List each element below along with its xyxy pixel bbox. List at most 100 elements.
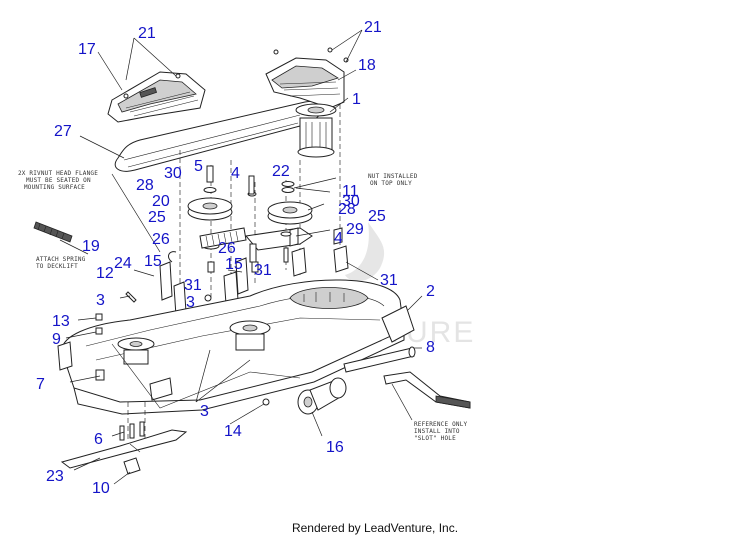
spindle-hub [307,106,325,114]
leader-line [331,29,363,63]
callout-label: 7 [36,376,45,393]
note-text: MUST BE SEATED ON [26,177,91,184]
leader-line [97,51,123,91]
screw-icon [123,93,129,99]
watermark-flame-icon [345,222,385,282]
screw-icon [204,294,212,302]
footer-credit: Rendered by LeadVenture, Inc. [291,521,459,535]
callout-label: 9 [52,331,61,348]
chute-bracket [381,305,415,343]
leader-line [293,177,337,189]
callout-label: 3 [186,294,195,311]
leader-line [295,187,331,193]
leader-line [407,295,423,311]
deck-spindle-left [117,337,155,365]
right-belt-cover [265,47,349,109]
bolt-icon [206,165,214,183]
callout-label: 28 [136,177,154,194]
left-cover-ribs [125,91,199,117]
bracket [235,257,249,295]
leader-line [227,269,243,273]
leader-line [59,239,89,255]
deck-lift-spring [33,221,73,243]
deck-bumper [149,377,173,401]
leader-line [337,69,357,81]
callout-label: 28 [338,201,356,218]
belt-inner [127,122,299,168]
rod [343,346,416,373]
spring-hook-icon [168,251,177,263]
leader-line [111,431,125,437]
callout-label: 1 [352,91,361,108]
note-text: NUT INSTALLED [368,173,418,180]
bracket [291,247,307,277]
callout-label: 19 [82,238,100,255]
leader-line [229,403,265,425]
spring-coils [205,230,239,247]
callout-label: 13 [52,313,70,330]
pulley-hub [202,202,218,210]
bracket [289,227,299,247]
right-cover-ribs [279,81,341,97]
deck-bumper [57,341,73,371]
leader-line [295,229,331,237]
callout-label: 18 [358,57,376,74]
note-text: MOUNTING SURFACE [24,184,85,191]
screw-icon [273,49,279,55]
callout-label: 12 [96,265,114,282]
bracket [159,261,173,301]
callout-label: 11 [342,183,359,200]
bracket [333,227,343,245]
note-text: ON TOP ONLY [370,180,412,187]
callout-label: 31 [184,277,202,294]
callout-label: 22 [272,163,290,180]
note-text: REFERENCE ONLY [414,421,468,428]
hardware [95,175,292,406]
deck-spindle-center [229,320,271,351]
mower-deck [57,279,405,415]
washer-icon [280,231,292,237]
belt-inner [123,114,301,161]
leader-line [311,411,323,437]
spindle-housing [123,349,149,365]
leader-line [79,135,125,159]
pulley-hub [282,206,298,214]
leader-line [119,295,131,299]
spindle-hub [242,324,258,332]
bolt-icon [248,175,255,195]
chute-bracket-body [381,305,415,343]
bracket [333,245,349,273]
washer-icon [281,187,295,193]
callout-label: 5 [194,158,203,175]
callout-label: 3 [200,403,209,420]
left-cover-label [139,87,158,98]
idler-spring [199,227,247,249]
callout-label: 27 [54,123,72,140]
deck-top [61,279,405,403]
leader-line [69,375,101,383]
blade-edge [129,443,141,453]
deck-opening-slots [303,292,345,302]
bolt-icon [251,261,259,273]
leader-line [125,37,177,81]
callout-label: 2 [426,283,435,300]
callout-label: 10 [92,480,110,497]
callout-label: 15 [144,253,162,270]
deck-opening [289,287,369,309]
deck-belt-line [111,343,301,409]
wheel-hub [303,396,313,408]
reference-rod [383,371,471,409]
notes: 2X RIVNUT HEAD FLANGE MUST BE SEATED ON … [18,170,468,442]
bolt-icon [125,291,137,303]
note-text: 2X RIVNUT HEAD FLANGE [18,170,98,177]
spindle-housing [299,117,333,151]
blade-left [60,421,188,475]
leader-line [133,269,155,277]
leader-line [111,173,161,253]
spindle-hub [129,341,143,347]
callout-label: 31 [254,262,272,279]
callout-label: 14 [224,423,242,440]
leader-line [195,349,251,403]
leader-line [77,317,97,321]
